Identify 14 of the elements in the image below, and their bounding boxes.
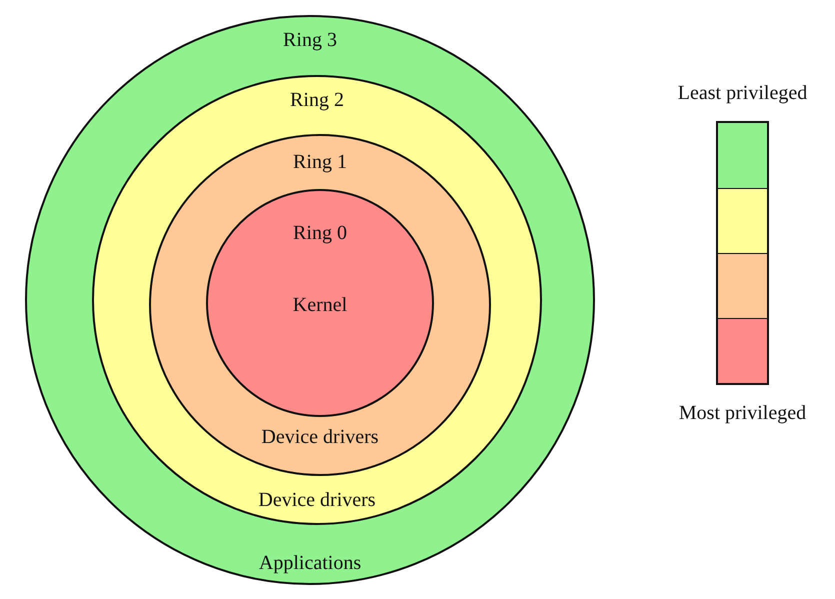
scale-label: Least privileged xyxy=(678,81,808,105)
scale-segment xyxy=(718,123,767,188)
scale-segment xyxy=(718,318,767,383)
ring-description: Device drivers xyxy=(261,425,379,449)
ring-description: Applications xyxy=(258,551,362,575)
ring-label: Ring 2 xyxy=(290,88,344,112)
scale-segment xyxy=(718,253,767,318)
ring-label: Ring 0 xyxy=(293,221,347,245)
ring-label: Ring 1 xyxy=(293,150,347,174)
ring-label: Ring 3 xyxy=(283,28,337,52)
scale-segment xyxy=(718,188,767,253)
ring-description: Kernel xyxy=(292,293,348,317)
scale-label: Most privileged xyxy=(678,401,806,425)
ring-description: Device drivers xyxy=(258,488,376,512)
